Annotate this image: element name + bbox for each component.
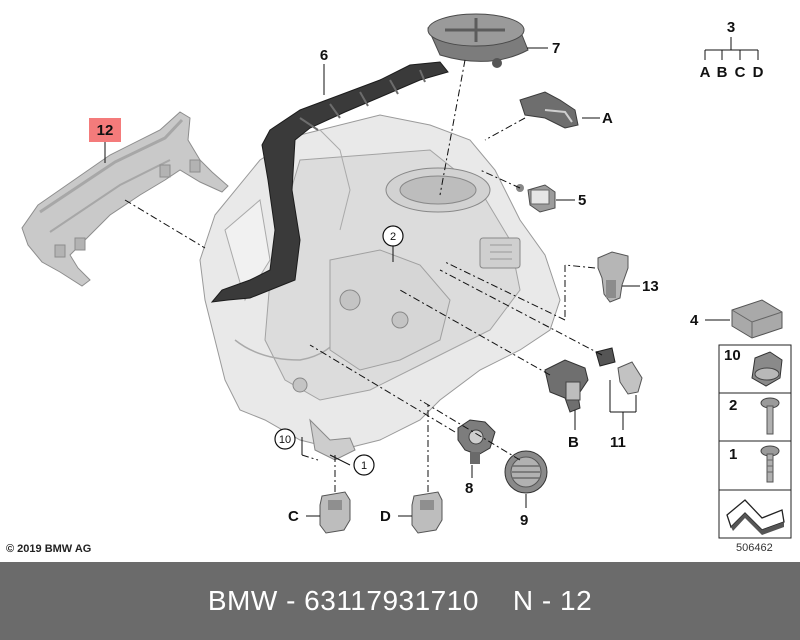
callout-10-circled[interactable]: 10: [274, 428, 296, 450]
callout-8[interactable]: 8: [465, 480, 473, 497]
leader-lines: [104, 37, 759, 517]
footer-part-number: 63117931710: [304, 585, 479, 616]
copyright-notice: © 2019 BMW AG: [6, 543, 92, 555]
part-7-cap[interactable]: [427, 13, 529, 68]
part-9-round-cap[interactable]: [504, 450, 548, 494]
callout-13[interactable]: 13: [642, 278, 659, 295]
svg-text:1: 1: [361, 460, 367, 472]
part-4-box[interactable]: [731, 299, 783, 339]
side-panel-10[interactable]: 10: [724, 347, 741, 364]
footer-brand: BMW: [207, 585, 278, 616]
callout-6[interactable]: 6: [320, 47, 328, 64]
callout-D[interactable]: D: [380, 508, 391, 525]
svg-text:2: 2: [390, 231, 396, 243]
callout-4[interactable]: 4: [690, 312, 699, 329]
footer-bar: BMW - 63117931710 N - 12: [0, 562, 800, 640]
callout-C[interactable]: C: [288, 508, 299, 525]
legend-tree-D: D: [753, 64, 764, 81]
legend-tree-top: 3: [727, 19, 735, 36]
side-panel-2[interactable]: 2: [729, 397, 737, 414]
side-panel-1[interactable]: 1: [729, 446, 737, 463]
svg-text:10: 10: [279, 434, 291, 446]
side-panel: 10 2 1: [718, 344, 792, 539]
legend-tree-C: C: [735, 64, 746, 81]
part-13-holder[interactable]: [597, 251, 629, 303]
part-A-connector[interactable]: [519, 91, 579, 129]
callout-A[interactable]: A: [602, 110, 613, 127]
part-C-bracket[interactable]: [319, 491, 351, 534]
exploded-parts-diagram: 12 6 7 A 5 13 4 B 11 8 9 C D 2 10 1 3 A …: [21, 13, 792, 539]
callout-5[interactable]: 5: [578, 192, 586, 209]
footer-text: BMW - 63117931710 N - 12: [208, 585, 592, 617]
callout-11[interactable]: 11: [610, 434, 626, 451]
legend-tree-A: A: [700, 64, 711, 81]
side-panel-2-screw: [760, 397, 780, 435]
callout-1-circled[interactable]: 1: [353, 454, 375, 476]
callout-12[interactable]: 12: [97, 122, 114, 139]
part-6-seal-strip[interactable]: [210, 61, 449, 303]
callout-2-circled[interactable]: 2: [382, 225, 404, 247]
callout-7[interactable]: 7: [552, 40, 560, 57]
callout-12-highlight: [89, 118, 121, 142]
part-12-bracket[interactable]: [21, 111, 229, 287]
fastener-shape-icon: [726, 499, 785, 535]
part-D-bracket[interactable]: [411, 491, 443, 534]
diagram-reference-number: 506462: [736, 542, 773, 554]
callout-B[interactable]: B: [568, 434, 579, 451]
legend-tree-B: B: [717, 64, 728, 81]
side-panel-1-screw: [760, 445, 780, 483]
part-B-bracket[interactable]: [544, 359, 589, 413]
assembly-lines: [124, 59, 603, 492]
callout-9[interactable]: 9: [520, 512, 528, 529]
part-5-bulb-socket[interactable]: [516, 184, 556, 213]
legend-tree: 3 A B C D: [700, 19, 764, 81]
part-11-plug[interactable]: [595, 347, 643, 395]
footer-separator: -: [286, 585, 296, 616]
side-panel-10-part: [751, 351, 783, 387]
footer-item-number: N - 12: [512, 585, 593, 616]
